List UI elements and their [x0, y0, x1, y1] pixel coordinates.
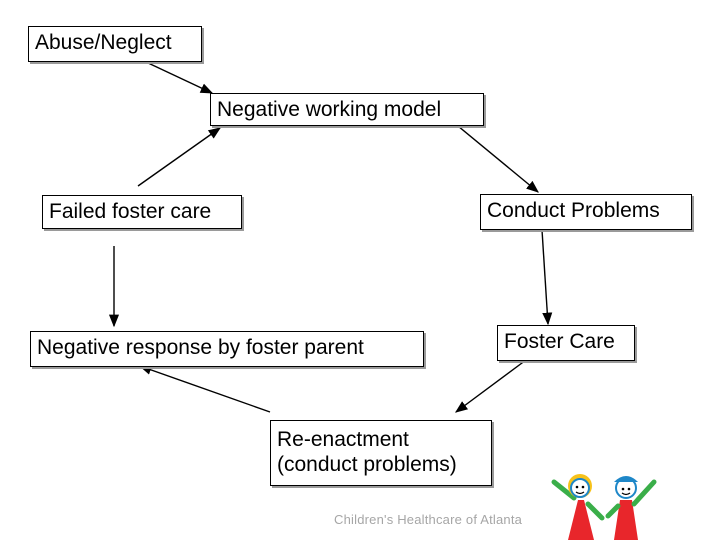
footer-organization-name: Children's Healthcare of Atlanta [334, 512, 523, 527]
node-negative-working-model: Negative working model [210, 93, 484, 126]
node-reenactment: Re-enactment (conduct problems) [270, 420, 492, 486]
node-reenactment-line1: Re-enactment [277, 428, 409, 451]
childrens-logo-icon [551, 474, 657, 540]
node-foster-care-label: Foster Care [504, 330, 615, 353]
node-foster-care: Foster Care [497, 325, 635, 361]
arrow-abuse-to-working-model [145, 61, 214, 94]
arrow-reenactment-to-negative-response [138, 365, 271, 413]
arrow-working-model-to-conduct [457, 125, 539, 193]
arrow-conduct-to-foster-care [541, 229, 553, 326]
node-conduct-problems-label: Conduct Problems [487, 199, 660, 222]
node-abuse-neglect-label: Abuse/Neglect [35, 31, 172, 54]
node-failed-foster-care: Failed foster care [42, 195, 242, 229]
node-negative-working-model-label: Negative working model [217, 98, 442, 121]
arrow-foster-care-to-reenactment [454, 359, 527, 413]
node-negative-response: Negative response by foster parent [30, 331, 424, 367]
node-reenactment-line2: (conduct problems) [277, 453, 457, 476]
node-conduct-problems: Conduct Problems [480, 194, 692, 230]
node-failed-foster-care-label: Failed foster care [49, 200, 212, 223]
node-negative-response-label: Negative response by foster parent [37, 336, 364, 359]
node-abuse-neglect: Abuse/Neglect [28, 26, 202, 62]
arrow-failed-to-working-model [137, 127, 222, 187]
